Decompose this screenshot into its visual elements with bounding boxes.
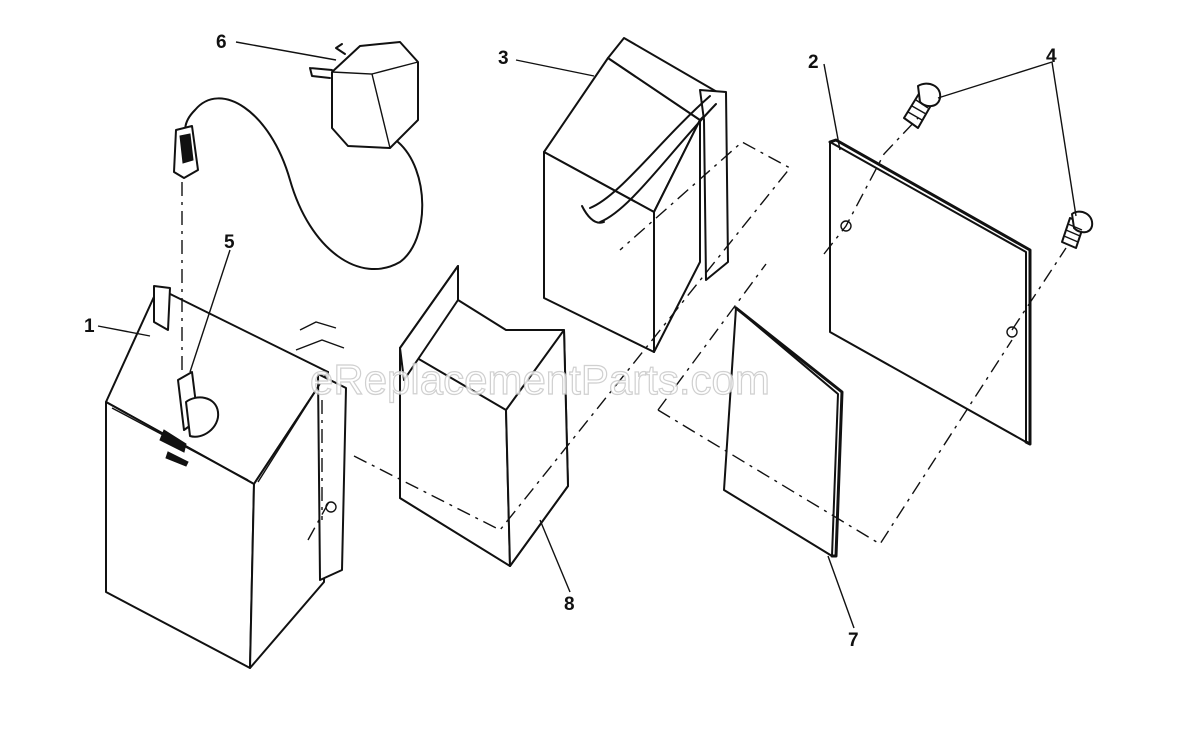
leader-lines xyxy=(97,41,1077,629)
part-2-panel[interactable] xyxy=(828,138,1032,446)
watermark-text: eReplacementParts.com xyxy=(310,356,770,403)
callout-3: 3 xyxy=(498,48,509,69)
callout-5: 5 xyxy=(224,232,235,253)
screw-b xyxy=(1061,210,1094,249)
assembly-lines xyxy=(181,117,1067,545)
part-3-module[interactable] xyxy=(543,37,729,353)
callout-1: 1 xyxy=(84,316,95,337)
part-8-bracket[interactable] xyxy=(399,265,569,567)
screw-a xyxy=(903,82,942,129)
callout-8: 8 xyxy=(564,594,575,615)
callout-6: 6 xyxy=(216,32,227,53)
part-7-plate[interactable] xyxy=(723,306,844,558)
part-6-ac-adapter[interactable] xyxy=(173,41,424,271)
callout-7: 7 xyxy=(848,630,859,651)
callout-labels: 1 2 3 4 5 6 7 8 xyxy=(84,32,1057,651)
part-1-housing[interactable] xyxy=(105,285,347,669)
callout-2: 2 xyxy=(808,52,819,73)
part-5-switch[interactable] xyxy=(159,371,220,467)
callout-4: 4 xyxy=(1046,46,1057,67)
